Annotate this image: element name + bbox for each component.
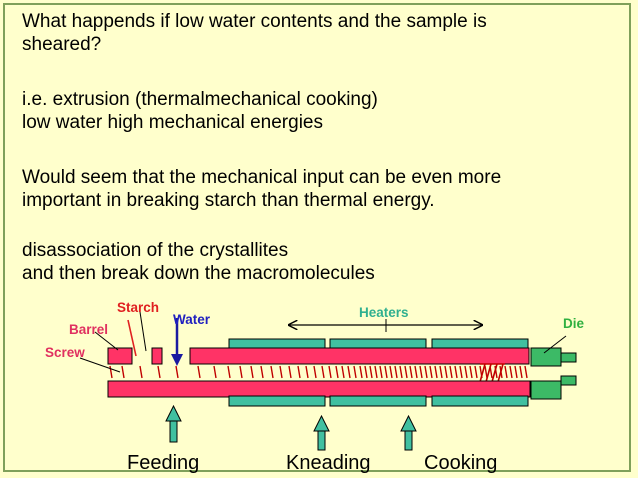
- die-label: Die: [563, 316, 585, 331]
- die-bottom-nozzle: [560, 375, 577, 386]
- barrel-top-segment-2: [151, 347, 163, 365]
- screw-label: Screw: [45, 345, 85, 360]
- feeding-arrow-icon: [165, 404, 182, 443]
- heater-bottom-2: [329, 395, 427, 407]
- barrel-top-segment-1: [107, 347, 133, 365]
- water-label: Water: [173, 312, 211, 327]
- starch-feed-arrow: [127, 319, 137, 357]
- starch-label: Starch: [117, 300, 160, 315]
- heaters-label: Heaters: [359, 305, 409, 320]
- question-paragraph: What happends if low water contents and …: [22, 11, 487, 55]
- stage-kneading: Kneading: [286, 452, 371, 474]
- mechanical-input-paragraph: Would seem that the mechanical input can…: [22, 167, 502, 211]
- barrel-pointer: [94, 331, 119, 351]
- barrel-label: Barrel: [69, 322, 109, 337]
- die-top: [530, 347, 562, 367]
- cooking-arrow-icon: [400, 414, 417, 451]
- die-top-nozzle: [560, 352, 577, 363]
- kneading-block: [479, 363, 505, 383]
- water-feed-arrow: [171, 318, 183, 366]
- slide-frame: [3, 3, 631, 472]
- barrel-top-main: [189, 347, 530, 365]
- screw-flights: [109, 365, 528, 379]
- stage-cooking: Cooking: [424, 452, 498, 474]
- starch-pointer: [139, 311, 147, 352]
- heater-bottom-3: [431, 395, 529, 407]
- extrusion-paragraph: i.e. extrusion (thermalmechanical cookin…: [22, 89, 378, 133]
- barrel-bottom: [107, 380, 531, 398]
- heater-bottom-1: [228, 395, 326, 407]
- kneading-arrow-icon: [313, 414, 330, 451]
- die-pointer: [543, 335, 567, 354]
- stage-feeding: Feeding: [127, 452, 200, 474]
- die-bottom: [530, 380, 562, 400]
- screw-pointer: [79, 357, 121, 373]
- breakdown-paragraph: disassociation of the crystallites and t…: [22, 240, 375, 284]
